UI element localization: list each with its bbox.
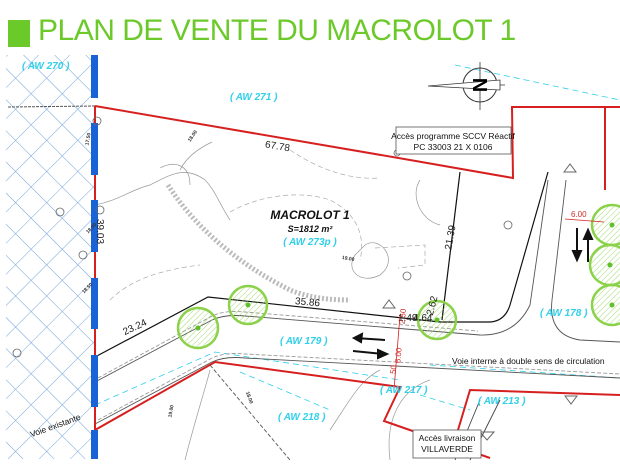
dimension-top: 67.78 [264,139,291,154]
lot-boundary [94,171,549,358]
property-boundary [94,105,620,459]
dimension-bottom: 35.86 [295,296,321,309]
dimension-lower-left: 23.24 [121,317,149,338]
parcel-label-aw178: ( AW 178 ) [540,308,588,319]
trees [176,203,620,350]
delivery-line2: VILLAVERDE [421,444,473,454]
embankment [165,183,351,303]
red-dimension-lines [393,218,605,391]
traffic-arrows [351,227,594,360]
lot-parcel: ( AW 273p ) [283,237,337,248]
internal-road-label: Voie interne à double sens de circulatio… [452,356,605,366]
access-program-box [395,126,512,155]
contour-label: 19.00 [341,255,355,263]
dimension-corner-b: 4.64 [413,313,433,324]
dimension-offset: 50 [389,364,399,374]
delivery-access-box [412,429,482,459]
contour-label: 17.50 [84,132,92,146]
tree-icon [590,203,620,247]
manhole-icons [12,116,513,358]
contour-lines [94,141,441,461]
parcel-label-aw270: ( AW 270 ) [22,61,70,72]
parcel-label-aw271: ( AW 271 ) [230,92,278,103]
dimension-sidewalk: 2.50 [398,308,408,325]
hatched-zone [6,55,94,459]
title-marker [8,20,30,47]
access-program-line2: PC 33003 21 X 0106 [414,142,493,152]
lot-name: MACROLOT 1 [270,208,350,222]
dimension-left: 39.03 [94,219,105,244]
dimension-road-width: 6.00 [393,347,403,364]
north-arrow-icon: N [427,62,505,110]
tree-icon [416,299,458,341]
dimension-corner-c: 2.62 [425,295,441,317]
contour-label: 19.00 [167,404,175,418]
dimension-corner-a: 1.49 [398,313,418,324]
edge-bars [91,55,98,459]
contour-label: 18.00 [244,391,254,405]
dashed-lines [109,149,426,301]
tree-icon [588,243,620,287]
lot-area: S=1812 m² [288,224,334,234]
tree-icon [227,284,269,326]
parcel-lines-lower [94,351,620,411]
parcel-label-aw179: ( AW 179 ) [280,336,328,347]
parcel-line [454,64,620,101]
dimension-access-width: 6.00 [571,210,587,219]
tree-icon [590,283,620,327]
contour-label: 18.00 [187,129,199,143]
svg-text:N: N [468,78,490,92]
survey-markers [382,163,578,441]
road-edges [94,179,620,461]
parcel-label-aw217: ( AW 217 ) [380,385,428,396]
fence-line [7,105,96,108]
delivery-line1: Accès livraison [419,433,476,443]
dimension-right: 21.39 [443,224,458,251]
tree-icon [176,306,220,350]
access-program-line1: Accès programme SCCV Réactif [391,131,515,141]
page-title: PLAN DE VENTE DU MACROLOT 1 [38,14,516,47]
parcel-label-aw218: ( AW 218 ) [278,412,326,423]
parcel-label-aw213: ( AW 213 ) [478,396,526,407]
